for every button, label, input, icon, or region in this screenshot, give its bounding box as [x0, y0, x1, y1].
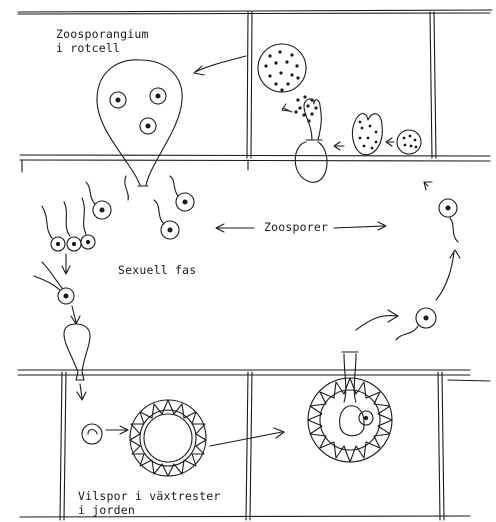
label-rotcell: i rotcell	[56, 42, 120, 55]
resting-spore-small	[82, 424, 102, 444]
arrow-to-germination	[210, 432, 282, 446]
arrow-mass-to-sporangium	[195, 56, 246, 72]
zoospore-mass	[258, 44, 318, 123]
developing-sporangia	[295, 94, 421, 182]
cycle-arrows-right	[356, 250, 460, 340]
zoospore-swarm	[294, 95, 317, 122]
label-i-jorden: i jorden	[78, 504, 135, 517]
right-zoospore-path	[424, 182, 458, 242]
zoosporangium	[97, 60, 182, 186]
zoosporer-arrow-right	[334, 226, 384, 228]
resting-spore-large	[130, 400, 206, 476]
label-zoosporer: Zoosporer	[264, 221, 328, 234]
arrow-to-resting-spore	[80, 384, 82, 398]
germinating-spore	[308, 352, 392, 462]
label-zoosporangium: Zoosporangium	[56, 28, 149, 41]
sexual-phase	[34, 198, 95, 380]
label-sexuell-fas: Sexuell fas	[118, 264, 196, 277]
label-vilspor: Vilspor i växtrester	[78, 490, 220, 503]
